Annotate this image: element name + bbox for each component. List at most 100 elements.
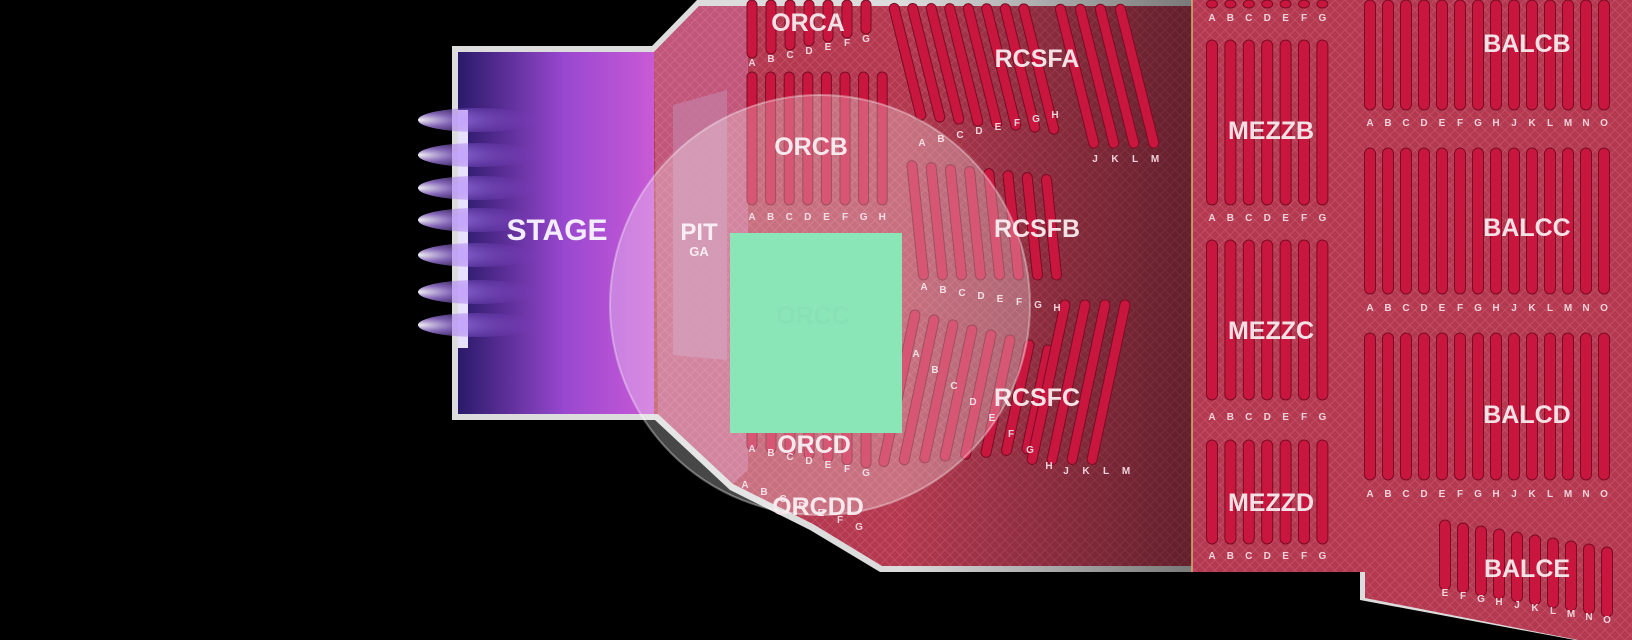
seat-row-bar-rcsfa[interactable] [888, 2, 927, 121]
seat-row-mezzb-D[interactable] [1261, 39, 1274, 206]
seat-row-mezzc-G[interactable] [1316, 239, 1329, 401]
seat-row-bar[interactable] [1316, 239, 1329, 401]
seat-row-bar-rcsfb[interactable] [964, 166, 986, 281]
section-label-rcsfc[interactable]: RCSFC [994, 384, 1080, 412]
seat-row-bar-rcsfa[interactable] [1018, 3, 1060, 135]
seat-row-bar-rcsfb[interactable] [1002, 170, 1024, 281]
seat-row-balcd-J[interactable] [1508, 332, 1520, 481]
seat-row-balcc-L[interactable] [1544, 147, 1556, 295]
seat-row-bar[interactable] [1261, 0, 1274, 9]
seat-row-mezzc-B[interactable] [1224, 239, 1237, 401]
seat-row-bar[interactable] [858, 71, 870, 206]
seat-row-bar-orca[interactable] [746, 0, 758, 59]
seat-row-bar[interactable] [1382, 332, 1394, 481]
seat-row-bar[interactable] [1316, 39, 1329, 206]
seat-row-bar-rcsfc[interactable] [960, 329, 997, 460]
seat-row-balcc-H[interactable] [1490, 147, 1502, 295]
seat-row-balcd-F[interactable] [1454, 332, 1466, 481]
seat-row-mezzd-F[interactable] [1298, 439, 1310, 545]
seat-row-bar[interactable] [820, 71, 832, 206]
seat-row-bar[interactable] [1298, 439, 1310, 545]
seat-row-bar[interactable] [765, 71, 777, 206]
seat-row-bar-rcsfc[interactable] [898, 314, 940, 466]
seat-row-balcb-K[interactable] [1526, 0, 1538, 111]
seat-row-bar-balce[interactable] [1565, 540, 1577, 612]
seat-row-bar-orca[interactable] [765, 0, 777, 55]
seat-row-mezzd-A[interactable] [1206, 439, 1218, 545]
seat-row-bar[interactable] [1562, 0, 1574, 111]
seat-row-balcd-K[interactable] [1526, 332, 1538, 481]
seat-row-balcc-B[interactable] [1382, 147, 1394, 295]
pit-section[interactable]: PIT GA [673, 90, 727, 360]
seat-row-bar[interactable] [1279, 39, 1292, 206]
seat-row-bar[interactable] [1508, 332, 1520, 481]
seat-row-balcd-A[interactable] [1364, 332, 1376, 481]
section-label-mezzb[interactable]: MEZZB [1228, 117, 1314, 145]
seat-row-bar[interactable] [1261, 239, 1274, 401]
seat-row-bar[interactable] [1316, 0, 1329, 9]
seat-row-bar-balce[interactable] [1475, 525, 1487, 597]
seat-row-bar[interactable] [1400, 147, 1412, 295]
seat-row-bar[interactable] [1436, 0, 1448, 111]
section-label-rcsfa[interactable]: RCSFA [995, 45, 1080, 73]
seat-row-bar-rcsfb[interactable] [983, 168, 1005, 281]
seat-row-bar-orca[interactable] [841, 0, 853, 39]
seat-row-bar[interactable] [1224, 439, 1237, 545]
seat-row-bar-rcsfa[interactable] [925, 2, 965, 125]
seat-row-bar[interactable] [1472, 332, 1484, 481]
seat-row-bar-rcsfc[interactable] [1086, 299, 1131, 465]
seat-row-orcb-D[interactable] [802, 71, 814, 206]
seat-row-bar[interactable] [1454, 0, 1466, 111]
seat-row-mezzd-C[interactable] [1242, 439, 1255, 545]
seat-row-orcb-F[interactable] [839, 71, 851, 206]
seat-row-bar-rcsfa[interactable] [1054, 3, 1100, 149]
seat-row-bar[interactable] [1418, 147, 1430, 295]
seat-row-mezzd-D[interactable] [1261, 439, 1274, 545]
section-label-balcd[interactable]: BALCD [1483, 401, 1571, 429]
section-label-mezzd[interactable]: MEZZD [1228, 489, 1314, 517]
seat-row-bar-balce[interactable] [1529, 534, 1541, 606]
section-label-orcdd[interactable]: ORCDD [772, 493, 864, 521]
section-label-orca[interactable]: ORCA [771, 9, 845, 37]
seat-row-bar[interactable] [1242, 439, 1255, 545]
seat-row-bar-balce[interactable] [1511, 531, 1523, 603]
section-label-balcb[interactable]: BALCB [1483, 30, 1571, 58]
seat-row-orcb-B[interactable] [765, 71, 777, 206]
seat-row-bar-orca[interactable] [860, 0, 872, 35]
seat-row-balcb-L[interactable] [1544, 0, 1556, 111]
seat-row-bar-rcsfa[interactable] [1094, 3, 1140, 149]
section-label-balce[interactable]: BALCE [1484, 555, 1570, 583]
seat-row-bar[interactable] [1598, 147, 1610, 295]
seat-row-balcc-D[interactable] [1418, 147, 1430, 295]
seat-row-balcc-A[interactable] [1364, 147, 1376, 295]
seat-row-bar[interactable] [1436, 147, 1448, 295]
seat-row-bar-balce[interactable] [1457, 522, 1469, 594]
seat-row-balcc-F[interactable] [1454, 147, 1466, 295]
seat-row-bar[interactable] [1580, 0, 1592, 111]
seat-row-orcb-A[interactable] [746, 71, 758, 206]
seat-row-balcc-J[interactable] [1508, 147, 1520, 295]
seat-row-bar-rcsfa[interactable] [944, 3, 984, 128]
seat-row-balcd-C[interactable] [1400, 332, 1412, 481]
seat-row-bar[interactable] [1490, 147, 1502, 295]
seat-row-bar-rcsfa[interactable] [981, 3, 1022, 132]
section-label-rcsfb[interactable]: RCSFB [994, 215, 1080, 243]
seat-row-bar[interactable] [1242, 39, 1255, 206]
seat-row-bar[interactable] [1206, 0, 1218, 9]
seat-row-balcd-O[interactable] [1598, 332, 1610, 481]
seat-row-mezz_top-G[interactable] [1316, 0, 1329, 9]
seat-row-bar-rcsfb[interactable] [906, 160, 929, 281]
seat-row-mezzd-E[interactable] [1279, 439, 1292, 545]
seat-row-bar[interactable] [1490, 0, 1502, 111]
seat-row-bar[interactable] [1242, 0, 1255, 9]
seat-row-bar[interactable] [1224, 0, 1237, 9]
seat-row-bar[interactable] [1526, 332, 1538, 481]
seat-row-orcb-E[interactable] [820, 71, 832, 206]
seat-row-bar[interactable] [1562, 332, 1574, 481]
seat-row-balcd-M[interactable] [1562, 332, 1574, 481]
seat-row-bar-rcsfc[interactable] [1046, 299, 1091, 465]
seat-row-bar[interactable] [1316, 439, 1329, 545]
seat-row-mezzb-C[interactable] [1242, 39, 1255, 206]
seat-row-bar[interactable] [1206, 439, 1218, 545]
seat-row-bar[interactable] [1400, 332, 1412, 481]
